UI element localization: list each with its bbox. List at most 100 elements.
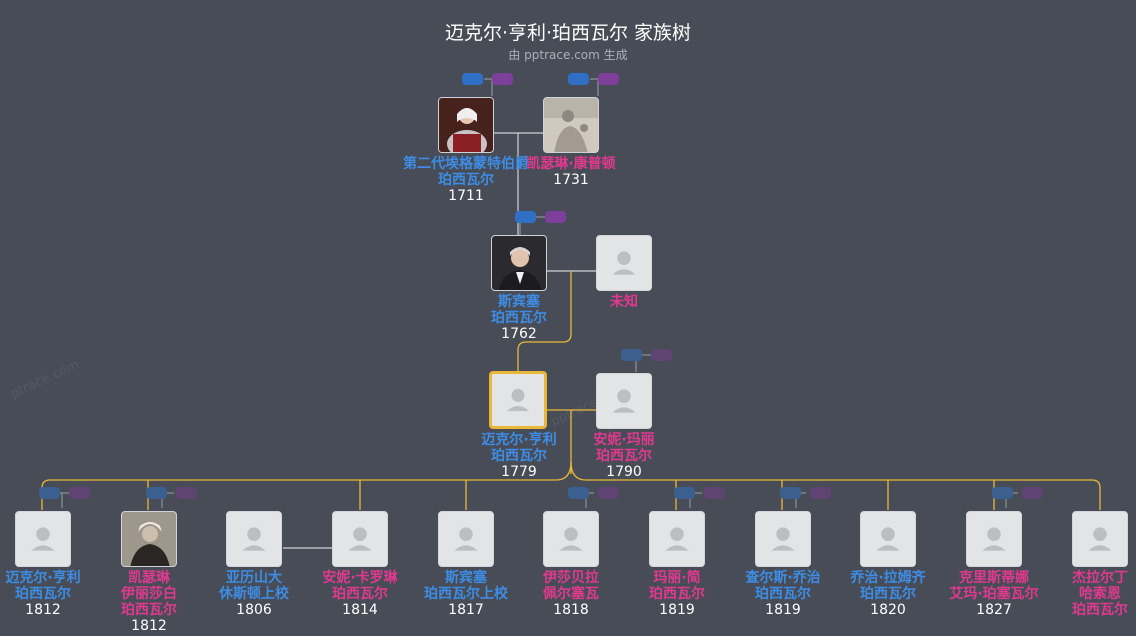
person-placeholder-icon (982, 527, 1006, 551)
person-name: 佩尔塞瓦 (543, 586, 599, 602)
expand-mother-badge[interactable] (598, 73, 619, 85)
child-photo[interactable] (966, 511, 1022, 567)
person-name: 珀西瓦尔 (860, 586, 916, 602)
person-placeholder-icon (612, 389, 636, 413)
person-name: 珀西瓦尔 (649, 586, 705, 602)
expand-mother-badge[interactable] (810, 487, 831, 499)
person-label-child: 安妮·卡罗琳 珀西瓦尔 1814 (290, 570, 430, 618)
person-year: 1790 (606, 464, 642, 480)
unknown-placeholder-photo[interactable] (596, 235, 652, 291)
person-name: 第二代埃格蒙特伯爵 (403, 156, 529, 172)
person-year: 1819 (765, 602, 801, 618)
page-title: 迈克尔·亨利·珀西瓦尔 家族树 (444, 22, 692, 44)
child-photo[interactable] (543, 511, 599, 567)
person-name: 伊丽莎白 (121, 586, 177, 602)
person-name: 凯瑟琳·康普顿 (526, 156, 616, 172)
person-placeholder-icon (771, 527, 795, 551)
child-photo[interactable] (860, 511, 916, 567)
person-placeholder-icon (876, 527, 900, 551)
child-portrait-photo[interactable] (121, 511, 177, 567)
expand-mother-badge[interactable] (176, 487, 197, 499)
elderly-woman-portrait-image (122, 512, 176, 566)
child-photo[interactable] (332, 511, 388, 567)
person-name: 迈克尔·亨利 (481, 432, 557, 448)
expand-father-badge[interactable] (39, 487, 60, 499)
expand-mother-badge[interactable] (704, 487, 725, 499)
person-name: 珀西瓦尔 (491, 448, 547, 464)
person-placeholder-icon (242, 527, 266, 551)
person-year: 1731 (553, 172, 589, 188)
person-label-focus: 迈克尔·亨利 珀西瓦尔 1779 (449, 432, 589, 480)
person-placeholder-icon (665, 527, 689, 551)
expand-father-badge[interactable] (992, 487, 1013, 499)
person-year: 1818 (553, 602, 589, 618)
person-name: 安妮·卡罗琳 (322, 570, 398, 586)
person-name: 珀西瓦尔 (755, 586, 811, 602)
person-name: 克里斯蒂娜 (959, 570, 1029, 586)
person-name: 斯宾塞 (498, 294, 540, 310)
child-photo[interactable] (438, 511, 494, 567)
person-name: 哈索恩 (1079, 586, 1121, 602)
child-photo[interactable] (226, 511, 282, 567)
expand-father-badge[interactable] (568, 487, 589, 499)
person-label-child: 杰拉尔丁 哈索恩 珀西瓦尔 (1030, 570, 1136, 618)
person-name: 查尔斯·乔治 (745, 570, 821, 586)
person-placeholder-icon (506, 388, 530, 412)
person-placeholder-icon (31, 527, 55, 551)
earl-portrait[interactable] (438, 97, 494, 153)
person-placeholder-icon (454, 527, 478, 551)
catherine-portrait[interactable] (543, 97, 599, 153)
child-photo[interactable] (649, 511, 705, 567)
spencer-portrait[interactable] (491, 235, 547, 291)
person-label-child: 斯宾塞 珀西瓦尔上校 1817 (396, 570, 536, 618)
person-label-father-spouse: 未知 (554, 294, 694, 310)
woman-portrait-image (544, 98, 598, 152)
expand-father-badge[interactable] (462, 73, 483, 85)
person-name: 珀西瓦尔 (438, 172, 494, 188)
person-name: 玛丽·简 (653, 570, 701, 586)
expand-father-badge[interactable] (568, 73, 589, 85)
person-label-child: 迈克尔·亨利 珀西瓦尔 1812 (0, 570, 113, 618)
person-placeholder-icon (348, 527, 372, 551)
person-name: 伊莎贝拉 (543, 570, 599, 586)
person-year: 1827 (976, 602, 1012, 618)
person-name: 未知 (610, 294, 638, 310)
person-year: 1817 (448, 602, 484, 618)
expand-mother-badge[interactable] (598, 487, 619, 499)
person-name: 亚历山大 (226, 570, 282, 586)
person-name: 珀西瓦尔 (596, 448, 652, 464)
person-year: 1812 (131, 618, 167, 634)
person-label-child: 亚历山大 休斯顿上校 1806 (184, 570, 324, 618)
person-name: 安妮·玛丽 (593, 432, 655, 448)
person-name: 珀西瓦尔 (1072, 602, 1128, 618)
person-year: 1812 (25, 602, 61, 618)
expand-father-badge[interactable] (515, 211, 536, 223)
person-label-child: 克里斯蒂娜 艾玛·珀塞瓦尔 1827 (924, 570, 1064, 618)
person-label-grandmother: 凯瑟琳·康普顿 1731 (501, 156, 641, 188)
expand-mother-badge[interactable] (492, 73, 513, 85)
expand-father-badge[interactable] (674, 487, 695, 499)
child-photo[interactable] (15, 511, 71, 567)
person-label-grandfather: 第二代埃格蒙特伯爵 珀西瓦尔 1711 (396, 156, 536, 204)
child-photo[interactable] (1072, 511, 1128, 567)
expand-mother-badge[interactable] (1022, 487, 1043, 499)
person-name: 斯宾塞 (445, 570, 487, 586)
person-placeholder-icon (559, 527, 583, 551)
expand-father-badge[interactable] (621, 349, 642, 361)
expand-mother-badge[interactable] (545, 211, 566, 223)
focus-person-photo[interactable] (489, 371, 547, 429)
person-name: 迈克尔·亨利 (5, 570, 81, 586)
expand-mother-badge[interactable] (69, 487, 90, 499)
expand-father-badge[interactable] (146, 487, 167, 499)
person-label-child: 玛丽·简 珀西瓦尔 1819 (607, 570, 747, 618)
child-photo[interactable] (755, 511, 811, 567)
person-name: 珀西瓦尔 (121, 602, 177, 618)
person-label-child: 凯瑟琳 伊丽莎白 珀西瓦尔 1812 (79, 570, 219, 634)
spencer-portrait-image (492, 236, 546, 290)
person-name: 艾玛·珀塞瓦尔 (949, 586, 1039, 602)
spouse-photo[interactable] (596, 373, 652, 429)
person-label-child: 伊莎贝拉 佩尔塞瓦 1818 (501, 570, 641, 618)
person-name: 休斯顿上校 (219, 586, 289, 602)
expand-mother-badge[interactable] (651, 349, 672, 361)
expand-father-badge[interactable] (780, 487, 801, 499)
